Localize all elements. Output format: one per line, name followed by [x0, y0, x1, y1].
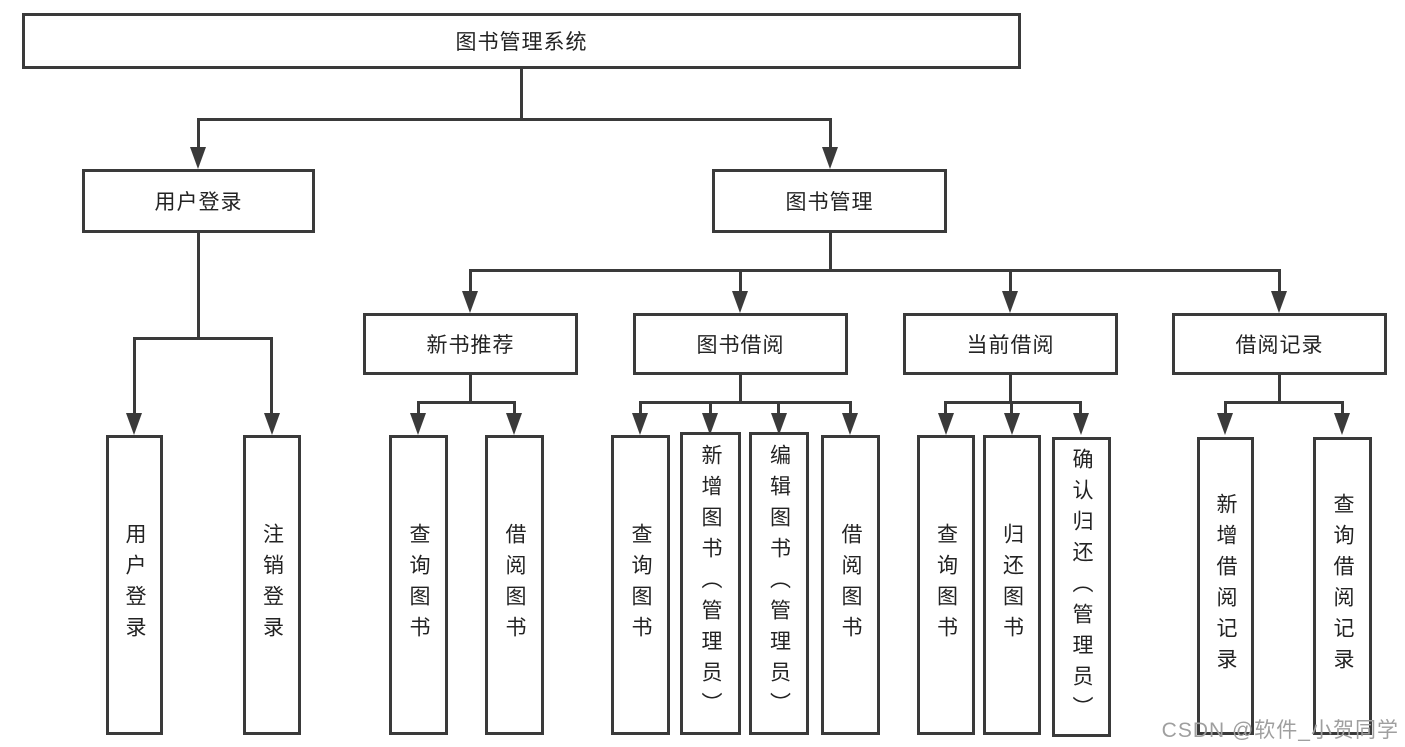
- leaf-confirm-return-admin: 确认归还（管理员）: [1052, 437, 1111, 737]
- leaf-add-borrow-record: 新增借阅记录: [1197, 437, 1254, 735]
- node-root-library-system: 图书管理系统: [22, 13, 1021, 69]
- connector-line: [829, 118, 832, 149]
- connector-line: [777, 401, 780, 414]
- connector-line: [739, 269, 742, 291]
- connector-line: [134, 337, 273, 340]
- node-new-book-recommend: 新书推荐: [363, 313, 578, 375]
- node-book-management: 图书管理: [712, 169, 947, 233]
- arrow-head-icon: [1217, 413, 1233, 435]
- leaf-borrow-books-recommend: 借阅图书: [485, 435, 544, 735]
- arrow-head-icon: [732, 291, 748, 313]
- arrow-head-icon: [462, 291, 478, 313]
- connector-line: [513, 401, 516, 414]
- connector-line: [1010, 401, 1013, 414]
- connector-line: [829, 233, 832, 269]
- leaf-query-books-recommend: 查询图书: [389, 435, 448, 735]
- leaf-borrow-books: 借阅图书: [821, 435, 880, 735]
- csdn-watermark: CSDN @软件_小贺同学: [1161, 719, 1399, 742]
- arrow-head-icon: [938, 413, 954, 435]
- connector-line: [270, 337, 273, 414]
- connector-line: [417, 401, 516, 404]
- arrow-head-icon: [702, 413, 718, 435]
- leaf-user-login: 用户登录: [106, 435, 163, 735]
- connector-line: [1278, 269, 1281, 291]
- connector-line: [520, 69, 523, 118]
- leaf-add-book-admin: 新增图书（管理员）: [680, 432, 741, 735]
- leaf-return-books: 归还图书: [983, 435, 1041, 735]
- connector-line: [197, 118, 832, 121]
- arrow-head-icon: [410, 413, 426, 435]
- leaf-query-borrow-record: 查询借阅记录: [1313, 437, 1372, 735]
- node-book-borrow: 图书借阅: [633, 313, 848, 375]
- connector-line: [197, 118, 200, 149]
- arrow-head-icon: [1073, 413, 1089, 435]
- connector-line: [944, 401, 947, 414]
- connector-line: [1009, 375, 1012, 401]
- connector-line: [1009, 269, 1012, 291]
- connector-line: [469, 269, 472, 291]
- leaf-query-books-current: 查询图书: [917, 435, 975, 735]
- connector-line: [639, 401, 851, 404]
- connector-line: [469, 269, 1281, 272]
- connector-line: [1224, 401, 1342, 404]
- arrow-head-icon: [506, 413, 522, 435]
- leaf-query-books-borrow: 查询图书: [611, 435, 670, 735]
- connector-line: [639, 401, 642, 414]
- node-current-borrow: 当前借阅: [903, 313, 1118, 375]
- arrow-head-icon: [126, 413, 142, 435]
- connector-line: [417, 401, 420, 414]
- arrow-head-icon: [1334, 413, 1350, 435]
- arrow-head-icon: [842, 413, 858, 435]
- connector-line: [1341, 401, 1344, 414]
- connector-line: [739, 375, 742, 401]
- connector-line: [469, 375, 472, 401]
- arrow-head-icon: [822, 147, 838, 169]
- connector-line: [197, 233, 200, 337]
- leaf-logout-login: 注销登录: [243, 435, 301, 735]
- connector-line: [1278, 375, 1281, 401]
- connector-line: [849, 401, 852, 414]
- arrow-head-icon: [1002, 291, 1018, 313]
- connector-line: [1224, 401, 1227, 414]
- arrow-head-icon: [632, 413, 648, 435]
- connector-line: [1079, 401, 1082, 414]
- arrow-head-icon: [771, 413, 787, 435]
- arrow-head-icon: [190, 147, 206, 169]
- node-borrow-records: 借阅记录: [1172, 313, 1387, 375]
- arrow-head-icon: [1004, 413, 1020, 435]
- connector-line: [945, 401, 1081, 404]
- arrow-head-icon: [264, 413, 280, 435]
- leaf-edit-book-admin: 编辑图书（管理员）: [749, 432, 809, 735]
- connector-line: [133, 337, 136, 414]
- arrow-head-icon: [1271, 291, 1287, 313]
- node-user-login: 用户登录: [82, 169, 315, 233]
- connector-line: [709, 401, 712, 414]
